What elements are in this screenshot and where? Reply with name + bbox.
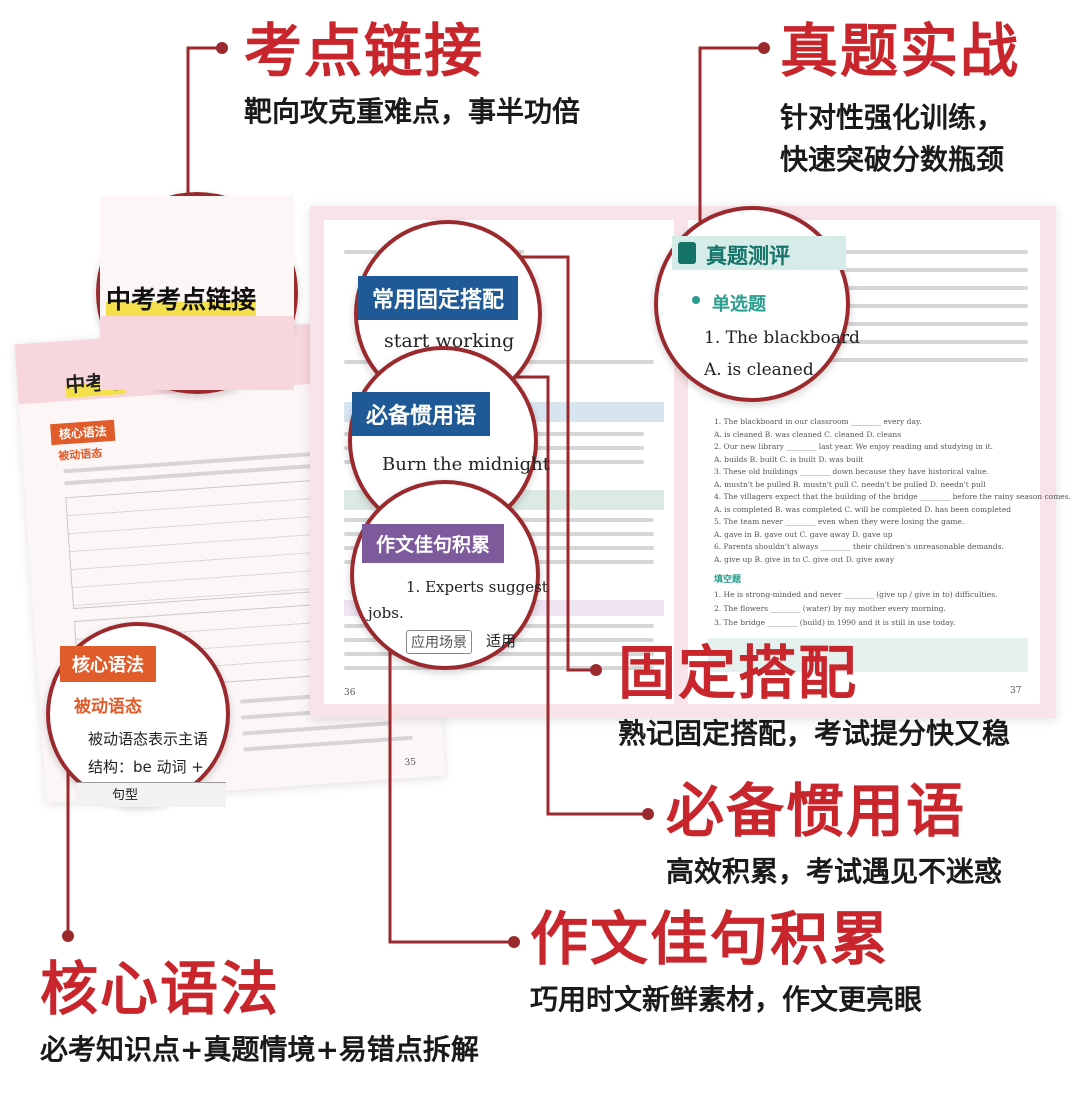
zuowen-lens-text: 1. Experts suggest bbox=[406, 578, 548, 596]
zhenti-lens-label: 真题测评 bbox=[706, 244, 790, 268]
spread-right-page: 1. The blackboard in our classroom _____… bbox=[688, 220, 1071, 704]
zuowen-lens-scene: 应用场景 bbox=[406, 630, 472, 654]
zhenti-title: 真题实战 bbox=[780, 17, 1021, 85]
zhenti-subtitle-1: 针对性强化训练， bbox=[780, 101, 1005, 134]
zhenti-lens-question: 1. The blackboard bbox=[704, 328, 860, 348]
kaodian-lens-label: 中考考点链接 bbox=[106, 280, 257, 316]
bibei-lens-text: Burn the midnight bbox=[382, 454, 550, 475]
guding-title: 固定搭配 bbox=[618, 639, 859, 707]
zuowen-lens: 作文佳句积累 1. Experts suggest jobs. 应用场景 适用 bbox=[350, 480, 548, 670]
bibei-lens-tag: 必备惯用语 bbox=[352, 392, 491, 436]
bibei-title: 必备惯用语 bbox=[666, 777, 967, 845]
guding-lens-text: start working bbox=[384, 330, 515, 352]
zuowen-lens-scene-2: 适用 bbox=[486, 632, 517, 650]
spread-right-page-number: 37 bbox=[1010, 686, 1022, 696]
kaodian-lens: 中考考点链接 bbox=[96, 192, 298, 394]
zhenti-lens-bullet bbox=[692, 296, 700, 304]
zuowen-subtitle: 巧用时文新鲜素材，作文更亮眼 bbox=[530, 983, 923, 1016]
kaodian-subtitle: 靶向攻克重难点，事半功倍 bbox=[244, 95, 581, 128]
hexin-title: 核心语法 bbox=[40, 955, 281, 1023]
zuowen-lens-tag: 作文佳句积累 bbox=[362, 524, 505, 563]
zhenti-lens-sub: 单选题 bbox=[712, 294, 766, 315]
guding-subtitle: 熟记固定搭配，考试提分快又稳 bbox=[618, 717, 1011, 750]
zhenti-lens-icon bbox=[678, 242, 696, 264]
fill-title: 填空题 bbox=[714, 575, 742, 585]
hexin-lens-line1: 被动语态表示主语 bbox=[88, 730, 209, 748]
zuowen-lens-text-2: jobs. bbox=[368, 604, 404, 622]
choice-list: 1. The blackboard in our classroom _____… bbox=[714, 417, 1071, 564]
zhenti-lens: 真题测评 单选题 1. The blackboard A. is cleaned bbox=[654, 206, 860, 402]
bibei-subtitle: 高效积累，考试遇见不迷惑 bbox=[666, 855, 1003, 888]
zhenti-subtitle-2: 快速突破分数瓶颈 bbox=[780, 143, 1005, 176]
hexin-subtitle: 必考知识点+真题情境+易错点拆解 bbox=[40, 1033, 479, 1066]
guding-lens-tag: 常用固定搭配 bbox=[358, 276, 519, 320]
spread-left-page-number: 36 bbox=[344, 688, 356, 698]
hexin-lens-sub: 被动语态 bbox=[74, 697, 142, 717]
hexin-lens: 核心语法 被动语态 被动语态表示主语 结构：be 动词 + 句型 bbox=[46, 622, 230, 807]
hexin-lens-line2: 结构：be 动词 + bbox=[88, 758, 204, 776]
zuowen-title: 作文佳句积累 bbox=[530, 905, 891, 973]
kaodian-title: 考点链接 bbox=[244, 17, 485, 85]
hexin-lens-table-header: 句型 bbox=[112, 788, 139, 803]
hexin-lens-tag: 核心语法 bbox=[60, 646, 156, 682]
zhenti-lens-answer: A. is cleaned bbox=[704, 360, 814, 380]
